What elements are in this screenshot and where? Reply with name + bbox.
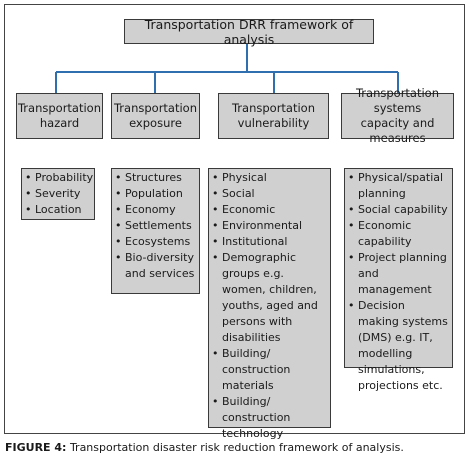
- caption-label: FIGURE 4:: [5, 441, 67, 454]
- list-item: Bio-diversity and services: [115, 250, 196, 282]
- heading-box-exposure: Transportation exposure: [111, 93, 200, 139]
- heading-capacity: Transportation systems capacity and meas…: [355, 86, 440, 145]
- list-item: Demographic groups e.g. women, children,…: [212, 250, 327, 346]
- heading-box-vulnerability: Transportation vulnerability: [218, 93, 329, 139]
- items-list-exposure: Structures Population Economy Settlement…: [112, 169, 199, 282]
- figure-caption: FIGURE 4: Transportation disaster risk r…: [5, 441, 404, 454]
- list-item: Location: [25, 202, 91, 218]
- list-item: Decision making systems (DMS) e.g. IT, m…: [348, 298, 449, 394]
- list-item: Social: [212, 186, 327, 202]
- list-item: Economic: [212, 202, 327, 218]
- list-item: Severity: [25, 186, 91, 202]
- items-box-hazard: Probability Severity Location: [21, 168, 95, 220]
- list-item: Population: [115, 186, 196, 202]
- heading-exposure: Transportation exposure: [113, 101, 198, 130]
- list-item: Institutional: [212, 234, 327, 250]
- items-box-capacity: Physical/spatial planning Social capabil…: [344, 168, 453, 392]
- list-item: Physical: [212, 170, 327, 186]
- items-list-vulnerability: Physical Social Economic Environmental I…: [209, 169, 330, 442]
- heading-hazard: Transportation hazard: [17, 101, 102, 130]
- heading-vulnerability: Transportation vulnerability: [231, 101, 316, 130]
- list-item: Ecosystems: [115, 234, 196, 250]
- items-box-vulnerability: Physical Social Economic Environmental I…: [208, 168, 331, 440]
- list-item: Structures: [115, 170, 196, 186]
- list-item: Environmental: [212, 218, 327, 234]
- list-item: Building/ construction materials: [212, 346, 327, 394]
- list-item: Settlements: [115, 218, 196, 234]
- list-item: Economic capability: [348, 218, 449, 250]
- heading-box-capacity: Transportation systems capacity and meas…: [341, 86, 454, 145]
- framework-title-box: Transportation DRR framework of analysis: [124, 16, 374, 47]
- items-list-capacity: Physical/spatial planning Social capabil…: [345, 169, 452, 394]
- list-item: Building/ construction technology: [212, 394, 327, 442]
- list-item: Probability: [25, 170, 93, 186]
- caption-text: Transportation disaster risk reduction f…: [69, 441, 404, 454]
- list-item: Project planning and management: [348, 250, 449, 298]
- heading-box-hazard: Transportation hazard: [16, 93, 103, 139]
- list-item: Physical/spatial planning: [348, 170, 449, 202]
- list-item: Social capability: [348, 202, 449, 218]
- list-item: Economy: [115, 202, 196, 218]
- items-box-exposure: Structures Population Economy Settlement…: [111, 168, 200, 294]
- framework-title: Transportation DRR framework of analysis: [144, 16, 354, 47]
- items-list-hazard: Probability Severity Location: [22, 169, 94, 218]
